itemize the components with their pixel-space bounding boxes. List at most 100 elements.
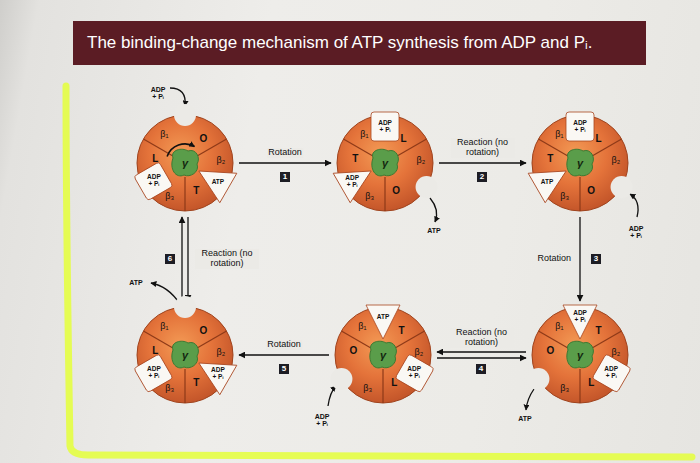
site-state-label: L (588, 378, 594, 388)
open-site (611, 176, 633, 198)
step-label: Rotation (266, 340, 302, 350)
gamma-subunit (172, 341, 199, 368)
site-state-label: L (152, 154, 158, 164)
step-number: 5 (279, 364, 289, 374)
product-arrow (526, 389, 534, 410)
subunit-label: γ (380, 350, 386, 361)
open-site (330, 368, 352, 390)
subunit-label: β₁ (358, 321, 366, 330)
loose-site (395, 354, 434, 393)
molecule-label: ADP + Pᵢ (147, 174, 161, 188)
site-state-label: L (400, 134, 406, 144)
site-state-label: T (595, 326, 601, 336)
step-label: Reaction (no rotation) (450, 328, 514, 348)
subunit-label: β₃ (363, 383, 372, 392)
subunit-label: β₂ (612, 347, 621, 356)
forward-arrow (239, 162, 331, 163)
open-site (527, 368, 549, 390)
forward-arrow (181, 217, 182, 301)
site-state-label: L (152, 346, 158, 356)
molecule-label: ATP (212, 179, 225, 186)
forward-arrow (579, 217, 580, 301)
product-arrow (430, 198, 437, 222)
f1-head-state: β₁β₂β₃γTLOADP + PᵢADP + Pᵢ (530, 305, 630, 405)
subunit-label: β₃ (165, 191, 174, 200)
molecule-label: ADP + Pᵢ (573, 120, 587, 134)
subunit-label: β₃ (365, 191, 374, 200)
gamma-subunit (372, 149, 399, 176)
loose-site (566, 112, 594, 141)
highlighter-stroke (66, 86, 692, 457)
loose-site (592, 354, 631, 393)
molecule-label: ADP + Pᵢ (151, 86, 166, 101)
site-state-label: T (398, 326, 404, 336)
molecule-label: ATP (518, 415, 531, 422)
open-site (174, 296, 196, 318)
product-arrow (151, 283, 180, 304)
open-site (174, 104, 196, 126)
molecule-label: ADP + Pᵢ (407, 366, 421, 380)
site-state-label: O (200, 134, 208, 144)
step-number: 1 (280, 172, 290, 182)
subunit-divider (184, 369, 185, 403)
subunit-divider (184, 177, 185, 211)
molecule-label: ADP + Pᵢ (573, 310, 587, 324)
f1-head-state: β₁β₂β₃γOTLATPADP + Pᵢ (135, 113, 235, 213)
subunit-label: β₂ (217, 155, 226, 164)
subunit-divider (579, 177, 580, 211)
f1-head-state: β₁β₂β₃γLOTADP + PᵢADP + Pᵢ (335, 113, 435, 213)
rotation-arrow (167, 144, 194, 157)
tight-site (563, 305, 597, 339)
subunit-label: β₂ (415, 347, 424, 356)
title-bar: The binding-change mechanism of ATP synt… (73, 21, 646, 65)
subunit-label: β₁ (160, 129, 168, 138)
forward-arrow (239, 354, 329, 355)
subunit-label: β₁ (555, 321, 563, 330)
site-state-label: T (352, 154, 358, 164)
title-text: The binding-change mechanism of ATP synt… (73, 21, 646, 65)
step-label: Rotation (536, 254, 572, 264)
subunit-label: γ (577, 350, 583, 361)
molecule-label: ATP (541, 179, 554, 186)
f1-head-state: β₁β₂β₃γLOTADP + PᵢATP (530, 113, 630, 213)
subunit-label: β₂ (417, 155, 426, 164)
subunit-label: β₁ (360, 129, 368, 138)
subunit-label: β₁ (555, 129, 563, 138)
site-state-label: T (547, 154, 553, 164)
molecule-label: ATP (427, 227, 440, 234)
molecule-label: ADP + Pᵢ (629, 225, 644, 240)
gamma-subunit (567, 149, 594, 176)
step-arrow (439, 163, 526, 164)
gamma-subunit (370, 341, 397, 368)
step-number: 6 (165, 254, 175, 264)
open-site (416, 176, 438, 198)
subunit-label: β₃ (165, 383, 174, 392)
site-state-label: T (193, 186, 199, 196)
gamma-subunit (567, 341, 594, 368)
step-arrow (580, 217, 581, 301)
step-arrow (182, 217, 188, 301)
substrate-arrow (328, 386, 336, 406)
subunit-divider (384, 177, 385, 211)
subunit-label: γ (577, 158, 583, 169)
site-state-label: O (587, 186, 595, 196)
molecule-label: ADP + Pᵢ (147, 366, 161, 380)
molecule-label: ADP + Pᵢ (378, 120, 392, 134)
loose-site (371, 112, 399, 141)
molecule-label: ATP (377, 314, 390, 321)
subunit-divider (382, 369, 383, 403)
site-state-label: O (349, 346, 357, 356)
site-state-label: T (193, 378, 199, 388)
f1-head-state: β₁β₂β₃γTLOATPADP + Pᵢ (333, 305, 433, 405)
subunit-label: β₃ (560, 191, 569, 200)
subunit-label: β₂ (217, 347, 226, 356)
reverse-arrow (437, 357, 526, 358)
step-number: 3 (591, 254, 601, 264)
f1-head-state: β₁β₂β₃γOTLADP + PᵢADP + Pᵢ (135, 305, 235, 405)
molecule-label: ADP + Pᵢ (604, 366, 618, 380)
step-arrow (239, 355, 329, 356)
step-label: Rotation (267, 148, 303, 158)
subunit-label: β₂ (612, 155, 621, 164)
subunit-label: β₁ (160, 321, 168, 330)
reverse-arrow (187, 217, 188, 301)
